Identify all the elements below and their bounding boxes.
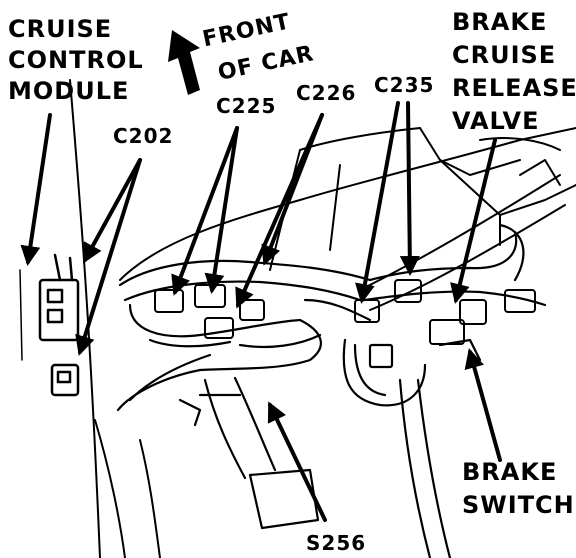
wiring-harness — [116, 223, 547, 412]
svg-text:BRAKE: BRAKE — [452, 8, 547, 36]
cruise-control-module — [38, 253, 80, 397]
arrow-brake-release — [450, 138, 497, 304]
label-c225: C225 — [216, 94, 276, 118]
label-brake-cruise-release-valve: BRAKE CRUISE RELEASE VALVE — [452, 8, 576, 135]
svg-text:FRONT: FRONT — [200, 9, 292, 52]
arrow-c226-b — [261, 113, 324, 266]
arrow-brake-switch — [464, 348, 502, 462]
label-front-of-car: FRONT OF CAR — [200, 9, 317, 86]
svg-text:OF CAR: OF CAR — [216, 41, 317, 86]
arrow-cruise-module — [20, 113, 52, 266]
svg-text:CONTROL: CONTROL — [8, 46, 144, 74]
svg-text:SWITCH: SWITCH — [462, 491, 575, 519]
arrow-c225-b — [204, 126, 239, 294]
svg-text:VALVE: VALVE — [452, 107, 539, 135]
arrow-c225-a — [171, 126, 239, 296]
label-c235: C235 — [374, 73, 434, 97]
label-c226: C226 — [296, 81, 356, 105]
front-of-car-arrow-icon — [168, 30, 200, 95]
svg-text:BRAKE: BRAKE — [462, 458, 557, 486]
label-brake-switch: BRAKE SWITCH — [462, 458, 575, 519]
arrow-c235-a — [355, 101, 400, 304]
svg-text:CRUISE: CRUISE — [8, 15, 112, 43]
svg-text:MODULE: MODULE — [8, 77, 129, 105]
arrow-c235-b — [399, 101, 420, 276]
arrow-s256 — [267, 401, 327, 522]
brake-pedal — [178, 376, 320, 530]
label-c202: C202 — [113, 124, 173, 148]
brake-switch-bracket — [342, 338, 482, 558]
svg-text:RELEASE: RELEASE — [452, 74, 576, 102]
svg-text:CRUISE: CRUISE — [452, 41, 556, 69]
label-cruise-control-module: CRUISE CONTROL MODULE — [8, 15, 144, 105]
dashboard-structure — [19, 79, 576, 558]
pointer-arrows — [20, 101, 502, 522]
label-s256: S256 — [306, 531, 366, 555]
arrow-c202-a — [83, 158, 142, 264]
arrow-c202-b — [75, 158, 142, 356]
